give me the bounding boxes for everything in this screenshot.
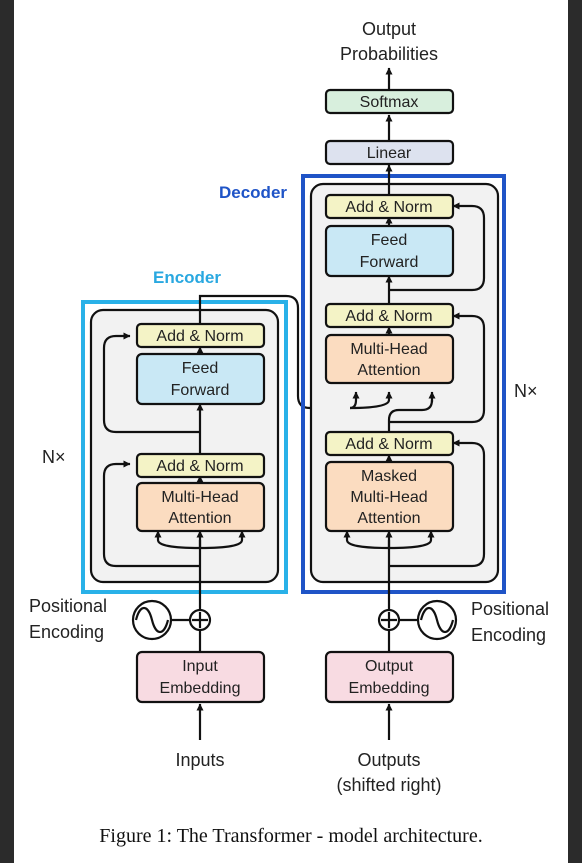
encoder-frame (81, 300, 288, 594)
output-embedding-block (324, 650, 455, 704)
linear-label: Linear (367, 145, 412, 162)
decoder-feed-forward-label-1: Feed (371, 232, 407, 249)
encoder-attention-label-2: Attention (168, 510, 231, 527)
decoder-cross-attention-label-1: Multi-Head (350, 341, 427, 358)
decoder-cross-attention-label-2: Attention (357, 362, 420, 379)
output-embedding-label-2: Embedding (349, 680, 430, 697)
output-embedding-label-1: Output (365, 658, 414, 675)
decoder-sine-wave-icon (419, 606, 455, 634)
encoder-residual-1-arrow (102, 460, 200, 568)
encoder-feed-forward (135, 352, 266, 406)
decoder-add-norm-top-label: Add & Norm (345, 199, 432, 216)
decoder-masked-label-1: Masked (361, 468, 417, 485)
encoder-positional-label-1: Positional (29, 596, 107, 616)
input-embedding-label-1: Input (182, 658, 218, 675)
decoder-add-norm-bottom (324, 430, 455, 457)
input-embedding-block (135, 650, 266, 704)
encoder-repeat-label: N× (42, 447, 66, 467)
figure-caption: Figure 1: The Transformer - model archit… (99, 825, 482, 847)
encoder-positional-label-2: Encoding (29, 622, 104, 642)
output-probabilities-label-2: Probabilities (340, 44, 438, 64)
decoder-add-norm-top (324, 193, 455, 220)
encoder-add-norm-bottom-label: Add & Norm (156, 458, 243, 475)
inputs-label: Inputs (175, 750, 224, 770)
outputs-label-2: (shifted right) (336, 775, 441, 795)
decoder-add-norm-middle (324, 302, 455, 329)
encoder-title: Encoder (153, 268, 221, 287)
output-probabilities-label-1: Output (362, 19, 416, 39)
encoder-attention-label-1: Multi-Head (161, 489, 238, 506)
softmax-label: Softmax (360, 94, 419, 111)
encoder-attn-k-arrow (154, 530, 201, 550)
decoder-residual-2-arrow (389, 312, 486, 424)
encoder-plus-sign (192, 612, 208, 628)
encoder-feed-forward-label-2: Forward (171, 382, 230, 399)
decoder-title: Decoder (219, 183, 287, 202)
decoder-query-wire (387, 399, 434, 432)
decoder-add-norm-middle-label: Add & Norm (345, 308, 432, 325)
input-embedding-label-2: Embedding (160, 680, 241, 697)
decoder-residual-3-arrow (389, 202, 486, 292)
decoder-feed-forward (324, 224, 455, 278)
softmax-block (324, 88, 455, 115)
decoder-cross-attention (324, 333, 455, 385)
decoder-feed-forward-label-2: Forward (360, 254, 419, 271)
decoder-positional-label-2: Encoding (471, 625, 546, 645)
decoder-masked-label-3: Attention (357, 510, 420, 527)
decoder-plus-sign (381, 612, 397, 628)
decoder-residual-1-arrow (389, 439, 486, 568)
decoder-masked-q-arrow (388, 530, 435, 550)
decoder-positional-label-1: Positional (471, 599, 549, 619)
decoder-frame (301, 174, 506, 594)
encoder-add-norm-top (135, 322, 266, 349)
encoder-sine-wave-icon (134, 606, 170, 634)
encoder-add-norm-top-label: Add & Norm (156, 328, 243, 345)
encoder-attn-q-arrow (199, 530, 246, 550)
outputs-label-1: Outputs (357, 750, 420, 770)
decoder-masked-label-2: Multi-Head (350, 489, 427, 506)
encoder-add-norm-bottom (135, 452, 266, 479)
linear-block (324, 139, 455, 166)
decoder-masked-k-arrow (343, 530, 390, 550)
encoder-residual-2-arrow (102, 332, 200, 434)
decoder-masked-attention (324, 460, 455, 533)
encoder-feed-forward-label-1: Feed (182, 360, 218, 377)
encoder-multi-head-attention (135, 481, 266, 533)
decoder-repeat-label: N× (514, 381, 538, 401)
decoder-add-norm-bottom-label: Add & Norm (345, 436, 432, 453)
encoder-to-decoder-v-arrow (349, 391, 393, 410)
encoder-stack-background (89, 308, 280, 584)
